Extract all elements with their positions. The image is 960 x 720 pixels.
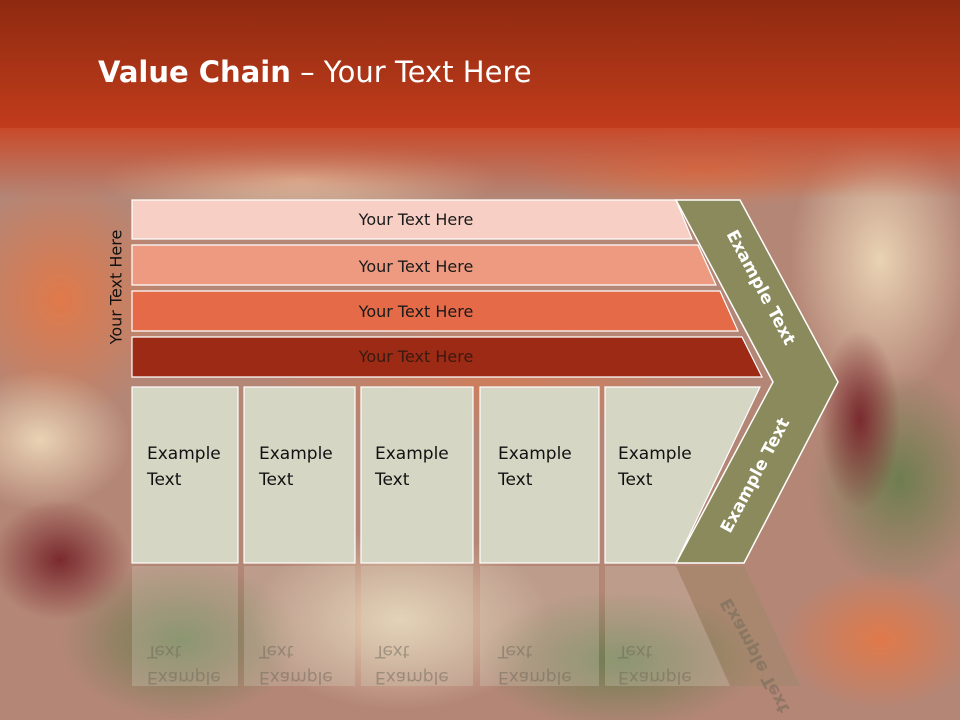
slide-title-rest: – Your Text Here xyxy=(290,55,532,89)
box-1-line2: Text xyxy=(146,470,182,490)
reflection-box-1-line2: Text xyxy=(146,641,182,661)
box-4-line2: Text xyxy=(497,470,533,490)
reflection-box-3-line2: Text xyxy=(374,641,410,661)
box-5-line1: Example xyxy=(618,444,692,464)
reflection-box-5 xyxy=(605,566,730,686)
reflection-box-2 xyxy=(244,566,355,686)
box-3-line1: Example xyxy=(375,444,449,464)
box-3 xyxy=(360,386,474,564)
box-3-line2: Text xyxy=(374,470,410,490)
box-2-line2: Text xyxy=(258,470,294,490)
box-2-line1: Example xyxy=(259,444,333,464)
box-5-line2: Text xyxy=(617,470,653,490)
reflection-chevron xyxy=(676,566,800,686)
bar-3-shape xyxy=(131,290,739,332)
box-5 xyxy=(604,386,761,564)
box-2 xyxy=(243,386,356,564)
bar-3-label: Your Text Here xyxy=(358,302,474,321)
bar-4-label: Your Text Here xyxy=(358,347,474,366)
value-chain-bars: Your Text Here Your Text Here Your Text … xyxy=(131,199,763,378)
box-4 xyxy=(479,386,600,564)
chevron-shape xyxy=(674,199,839,564)
bar-2-shape xyxy=(131,244,717,286)
bar-2-label: Your Text Here xyxy=(358,257,474,276)
reflection-box-1 xyxy=(132,566,238,686)
box-1-line1: Example xyxy=(147,444,221,464)
bar-4-shape xyxy=(131,336,763,378)
reflection-box-2-line2: Text xyxy=(258,641,294,661)
boxes-reflection xyxy=(132,566,800,686)
box-4-line1: Example xyxy=(498,444,572,464)
reflection-box-1-line1: Example xyxy=(147,667,221,687)
chevron: Example Text Example Text xyxy=(674,199,839,564)
reflection-box-4 xyxy=(480,566,599,686)
box-1 xyxy=(131,386,239,564)
slide-title-bold: Value Chain xyxy=(98,55,291,89)
reflection-box-3-line1: Example xyxy=(375,667,449,687)
bar-1-shape xyxy=(131,199,693,240)
reflection-box-4-line1: Example xyxy=(498,667,572,687)
reflection-box-4-line2: Text xyxy=(497,641,533,661)
reflection-box-5-line2: Text xyxy=(617,641,653,661)
reflection-box-3 xyxy=(361,566,473,686)
reflection-box-2-line1: Example xyxy=(259,667,333,687)
slide-title: Value Chain – Your Text Here xyxy=(98,55,532,89)
example-boxes: Example Text Example Text Example Text E… xyxy=(131,386,761,564)
reflection-box-5-line1: Example xyxy=(618,667,692,687)
bar-1-label: Your Text Here xyxy=(358,210,474,229)
